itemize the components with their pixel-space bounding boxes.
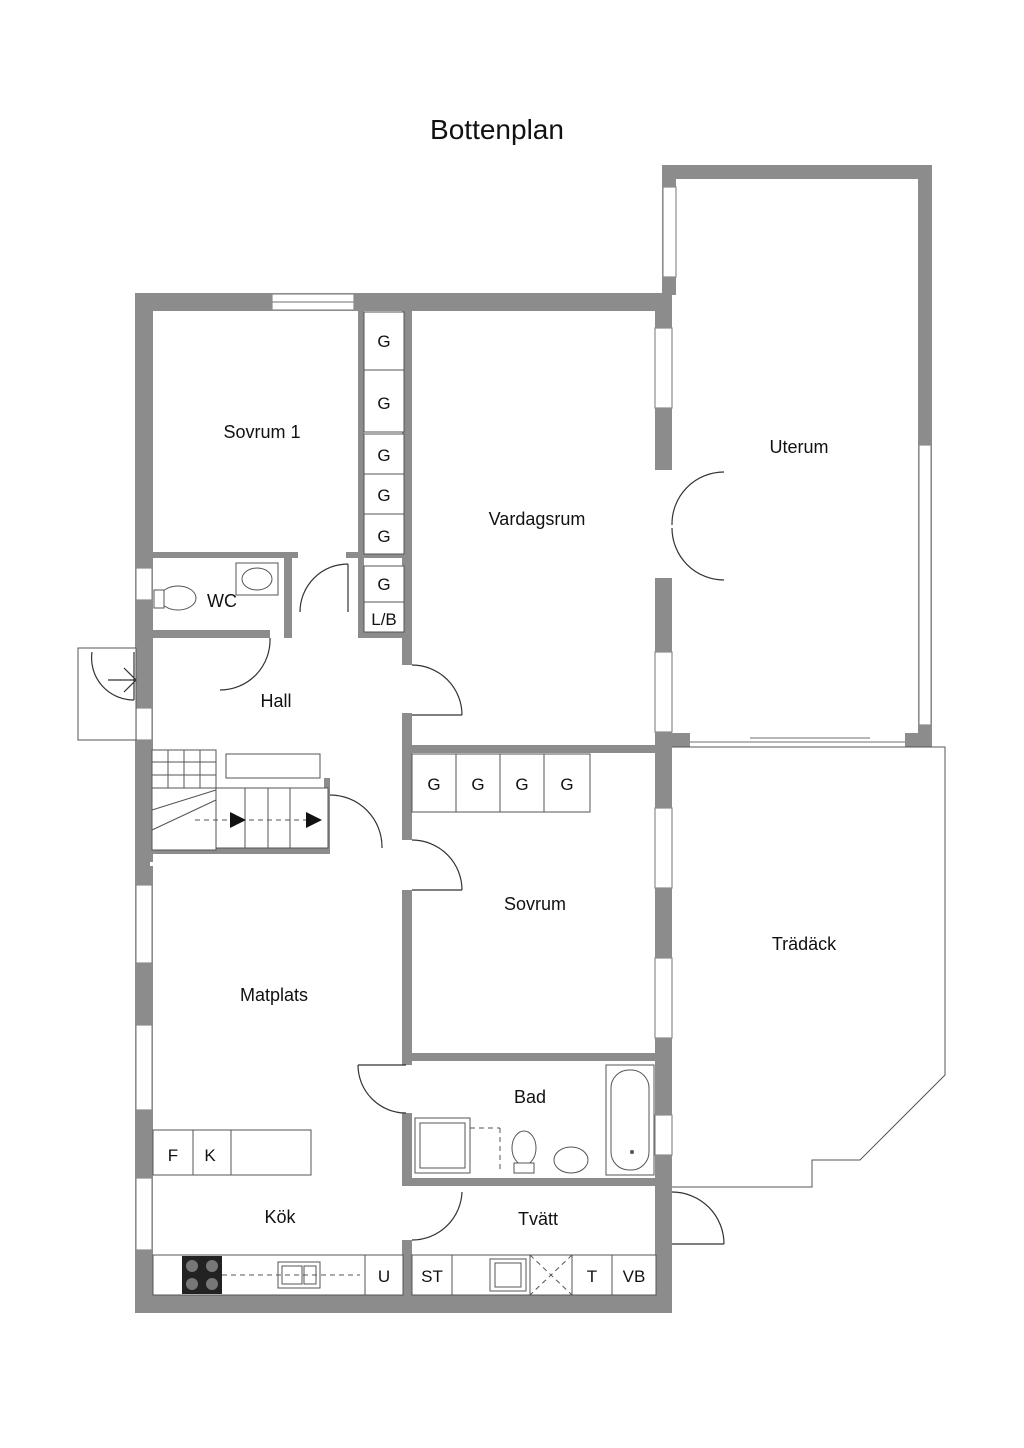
- room-label-wc: WC: [207, 591, 237, 611]
- dryer-label: T: [587, 1267, 597, 1286]
- closet-labels: G G G G G G L/B G G G G: [371, 332, 573, 794]
- room-label-sovrum-1: Sovrum 1: [223, 422, 300, 442]
- appliance-labels: F K U ST T VB: [168, 1146, 646, 1286]
- closet-label: G: [427, 775, 440, 794]
- room-label-sovrum: Sovrum: [504, 894, 566, 914]
- room-labels: Sovrum 1 WC Hall Vardagsrum Uterum Sovru…: [207, 422, 837, 1229]
- linen-closet-label: L/B: [371, 610, 397, 629]
- closet-label: G: [377, 575, 390, 594]
- closet-label: G: [377, 394, 390, 413]
- closets: [363, 311, 591, 813]
- closet-label: G: [515, 775, 528, 794]
- kitchen-fixtures: [152, 1129, 657, 1296]
- room-label-hall: Hall: [260, 691, 291, 711]
- closet-label: G: [471, 775, 484, 794]
- room-label-uterum: Uterum: [769, 437, 828, 457]
- windows: [135, 186, 932, 1251]
- freezer-label: K: [204, 1146, 216, 1165]
- oven-label: U: [378, 1267, 390, 1286]
- wc-fixtures: [153, 562, 279, 611]
- closet-label: G: [377, 446, 390, 465]
- room-label-bad: Bad: [514, 1087, 546, 1107]
- st-label: ST: [421, 1267, 443, 1286]
- entrance: [77, 647, 137, 741]
- closet-label: G: [560, 775, 573, 794]
- deck-outline: [672, 746, 946, 1188]
- doors: [219, 471, 725, 1245]
- closet-label: G: [377, 527, 390, 546]
- fridge-label: F: [168, 1146, 178, 1165]
- closet-label: G: [377, 486, 390, 505]
- room-label-kok: Kök: [264, 1207, 296, 1227]
- staircase: [151, 749, 329, 851]
- room-label-matplats: Matplats: [240, 985, 308, 1005]
- bathroom-fixtures: [414, 1064, 655, 1176]
- room-label-tvatt: Tvätt: [518, 1209, 558, 1229]
- closet-label: G: [377, 332, 390, 351]
- water-heater-label: VB: [623, 1267, 646, 1286]
- room-label-vardagsrum: Vardagsrum: [489, 509, 586, 529]
- plan-title: Bottenplan: [430, 114, 564, 145]
- room-label-tradack: Trädäck: [772, 934, 837, 954]
